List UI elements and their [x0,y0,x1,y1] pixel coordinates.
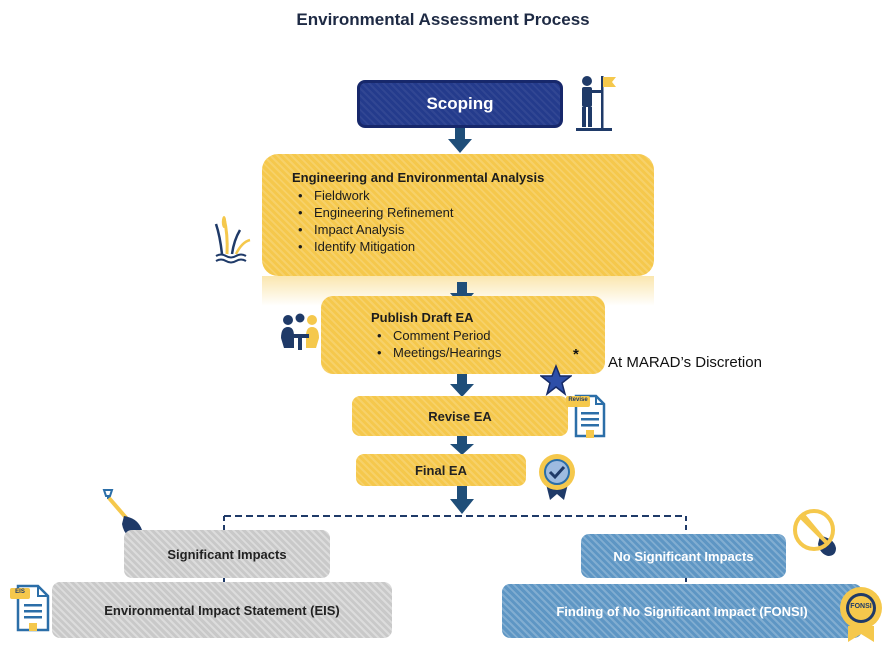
draft-ea-heading: Publish Draft EA [371,310,474,325]
no-significant-impacts-label: No Significant Impacts [613,548,754,564]
final-ea-box: Final EA [356,454,526,486]
no-shovel-icon [793,509,836,556]
eis-box: Environmental Impact Statement (EIS) [52,582,392,638]
fonsi-seal-icon: FONSI [838,586,884,644]
revise-document-icon: Revise [566,392,608,440]
eis-doc-label: EIS [15,589,25,595]
revise-ea-box: Revise EA [352,396,568,436]
surveyor-flag-icon [576,76,616,131]
flow-arrow-5 [450,486,474,514]
analysis-item-impact-analysis: Impact Analysis [292,221,654,238]
draft-item-comment-period: Comment Period [371,327,605,344]
flow-arrow-1 [448,128,472,153]
no-significant-impacts-box: No Significant Impacts [581,534,786,578]
fonsi-box: Finding of No Significant Impact (FONSI) [502,584,862,638]
scoping-box: Scoping [357,80,563,128]
draft-item-meetings-hearings: Meetings/Hearings [371,344,605,361]
significant-impacts-label: Significant Impacts [167,546,287,562]
fonsi-label: Finding of No Significant Impact (FONSI) [556,603,808,619]
analysis-box: Engineering and Environmental Analysis F… [262,154,654,276]
analysis-item-identify-mitigation: Identify Mitigation [292,238,654,255]
meeting-people-icon [281,313,319,350]
analysis-heading: Engineering and Environmental Analysis [292,170,545,185]
star-icon [540,364,572,396]
eis-document-icon: EIS [8,582,52,634]
revise-doc-label: Revise [568,397,588,403]
approval-badge-icon [539,454,575,500]
draft-ea-box: Publish Draft EA Comment Period Meetings… [321,296,605,374]
analysis-item-fieldwork: Fieldwork [292,187,654,204]
page-title: Environmental Assessment Process [296,10,590,29]
significant-impacts-box: Significant Impacts [124,530,330,578]
wetland-reeds-icon [214,216,251,264]
final-ea-label: Final EA [414,462,467,478]
revise-ea-label: Revise EA [428,408,492,424]
discretion-asterisk: * [573,346,579,363]
eis-label: Environmental Impact Statement (EIS) [104,602,340,618]
flow-arrow-3 [450,374,474,397]
branch-connector [223,515,687,582]
discretion-note: At MARAD’s Discretion [608,354,762,371]
flow-arrow-4 [450,436,474,455]
analysis-item-engineering-refinement: Engineering Refinement [292,204,654,221]
fonsi-seal-label: FONSI [850,603,872,610]
scoping-label: Scoping [426,94,494,113]
